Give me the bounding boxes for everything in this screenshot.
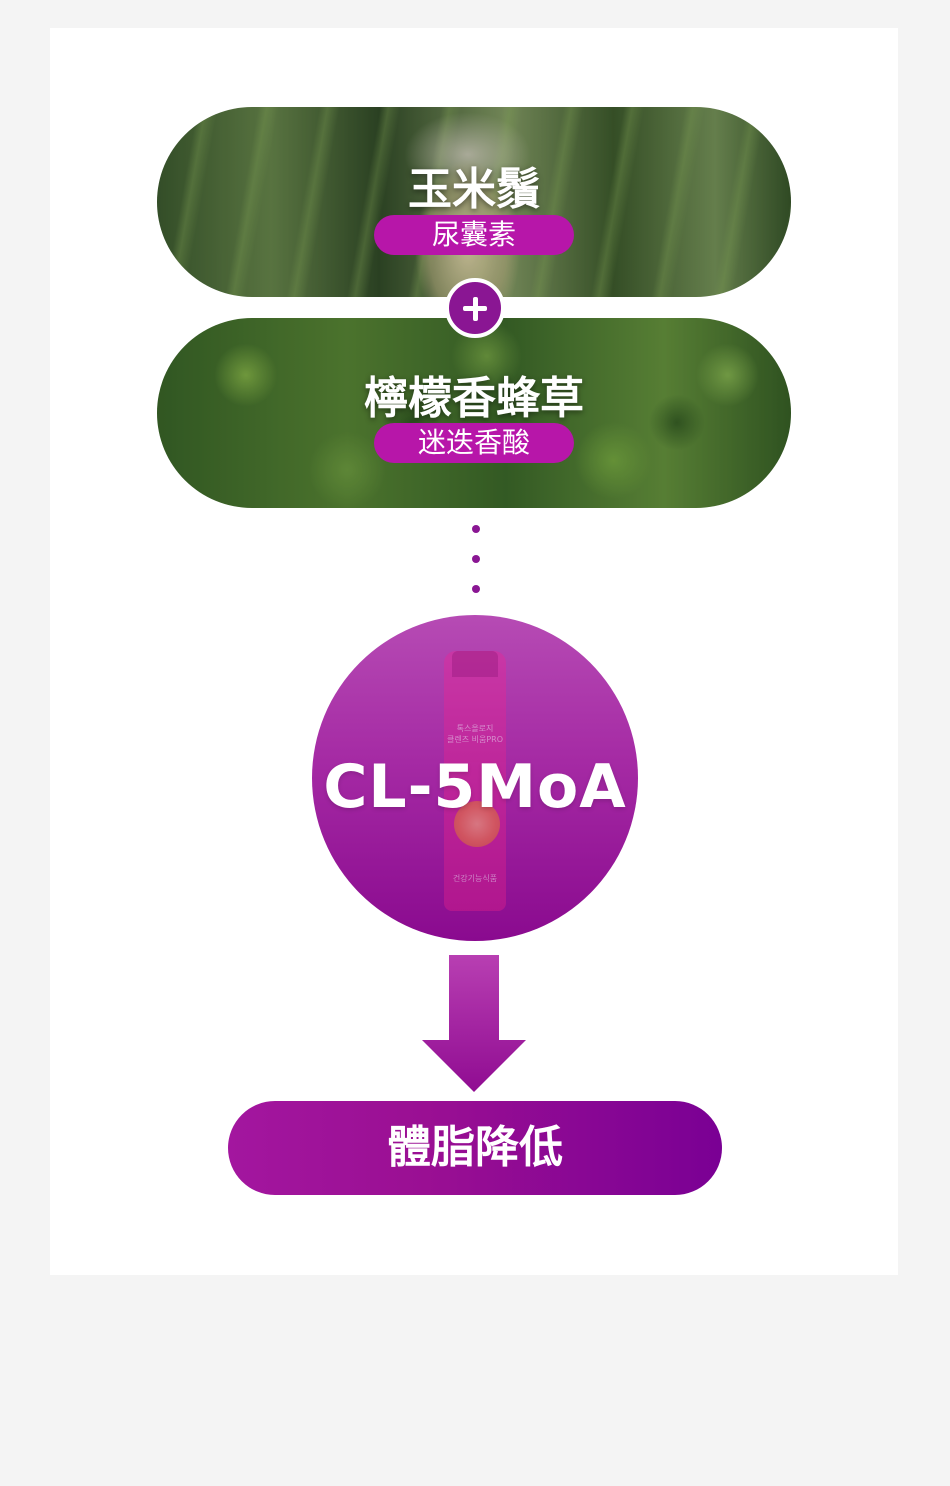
- connector-dot: [472, 585, 480, 593]
- bottle-cap: [452, 651, 498, 677]
- ingredient-name: 玉米鬚: [408, 164, 540, 215]
- corn-silk-panel: 玉米鬚 尿囊素: [157, 107, 791, 297]
- product-bottle-image: 톡스올로지 클렌즈 비움PRO 건강기능식품: [444, 651, 506, 911]
- image-shade: [157, 318, 791, 508]
- flower-icon: [454, 801, 500, 847]
- bottle-product-name: 클렌즈 비움PRO: [446, 735, 504, 744]
- arrow-down-icon: [422, 955, 526, 1092]
- product-label: CL-5MoA: [323, 752, 627, 822]
- product-circle: 톡스올로지 클렌즈 비움PRO 건강기능식품 CL-5MoA: [312, 615, 638, 941]
- compound-tag: 迷迭香酸: [374, 423, 574, 463]
- plus-icon: [445, 278, 505, 338]
- bottle-footer: 건강기능식품: [452, 874, 498, 883]
- bottle-brand: 톡스올로지: [456, 724, 494, 733]
- result-banner: 體脂降低: [228, 1101, 722, 1195]
- ingredient-name: 檸檬香蜂草: [364, 373, 584, 424]
- bottle-label: 톡스올로지 클렌즈 비움PRO: [444, 723, 506, 745]
- compound-tag: 尿囊素: [374, 215, 574, 255]
- lemon-balm-panel: 檸檬香蜂草 迷迭香酸: [157, 318, 791, 508]
- connector-dot: [472, 555, 480, 563]
- image-shade: [157, 107, 791, 297]
- connector-dot: [472, 525, 480, 533]
